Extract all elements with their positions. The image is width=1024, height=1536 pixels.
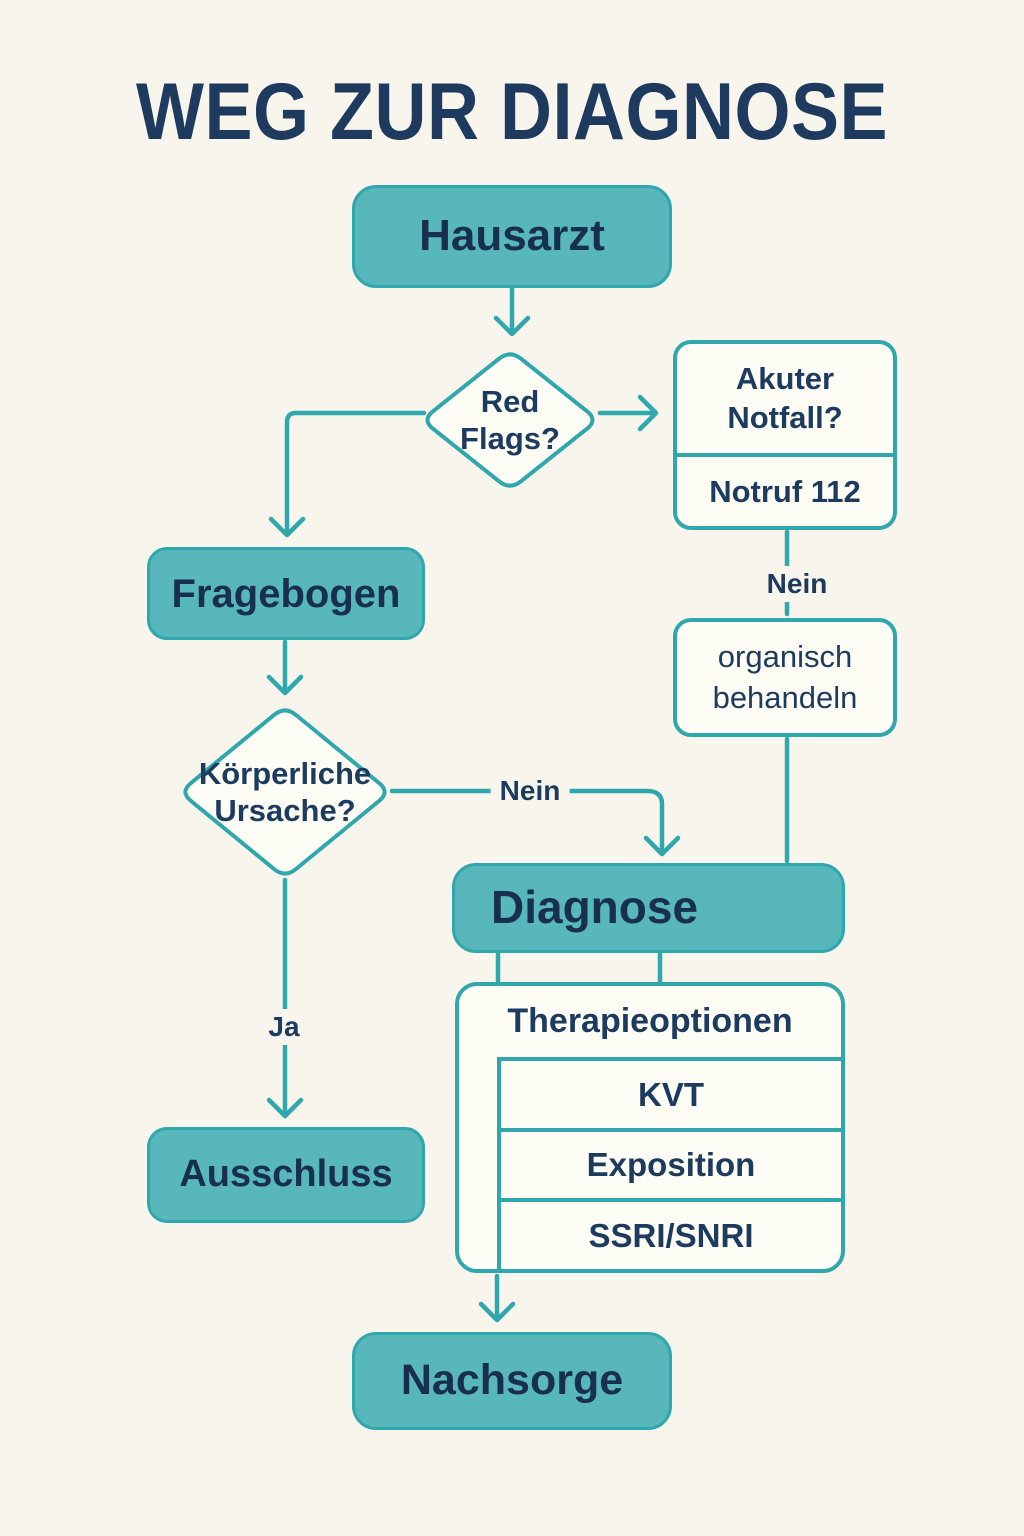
node-therapieoptionen-header: Therapieoptionen [507,1002,793,1041]
edge-label-nein-ursache: Nein [490,773,570,809]
edge-label-ja: Ja [259,1009,309,1045]
decision-koerperliche-label: Körperliche Ursache? [198,755,372,828]
node-ausschluss-label: Ausschluss [179,1153,393,1196]
page-title: WEG ZUR DIAGNOSE [135,67,888,157]
therapie-option-ssri-snri: SSRI/SNRI [588,1216,754,1254]
arrowhead-down-redflags [493,315,531,337]
edge-label-nein-notfall: Nein [757,566,837,602]
node-hausarzt-label: Hausarzt [419,211,605,261]
arrowhead-right-notfall [637,394,659,432]
therapie-option-kvt: KVT [501,1061,841,1132]
node-akuter-notfall: Akuter Notfall? Notruf 112 [673,340,897,530]
node-hausarzt: Hausarzt [352,185,672,288]
arrowhead-down-fragebogen [268,516,306,538]
decision-red-flags-label: Red Flags? [460,383,560,456]
arrowhead-down-ausschluss [266,1097,304,1119]
decision-koerperliche-shape [183,708,387,876]
node-diagnose-label: Diagnose [491,881,699,934]
decision-red-flags-shape [425,352,595,488]
therapie-option-exposition: Exposition [501,1132,841,1203]
arrowhead-down-ursache [266,674,304,696]
node-akuter-notfall-question: Akuter Notfall? [677,344,893,457]
node-organisch-behandeln-label: organisch behandeln [712,639,858,715]
edge-ursache-to-diagnose [389,788,665,855]
node-organisch-behandeln: organisch behandeln [673,618,897,737]
node-fragebogen: Fragebogen [147,547,425,640]
node-therapieoptionen: Therapieoptionen KVT Exposition SSRI/SNR… [455,982,845,1273]
arrowhead-down-diagnose [643,835,681,857]
node-akuter-notfall-action: Notruf 112 [709,473,861,509]
node-fragebogen-label: Fragebogen [171,571,401,616]
node-nachsorge: Nachsorge [352,1332,672,1430]
node-nachsorge-label: Nachsorge [400,1356,624,1405]
arrowhead-down-nachsorge [478,1301,516,1323]
node-diagnose: Diagnose [452,863,845,953]
node-ausschluss: Ausschluss [147,1127,425,1223]
therapie-options-table: KVT Exposition SSRI/SNRI [497,1057,841,1269]
edge-redflags-to-fragebogen [284,410,427,536]
